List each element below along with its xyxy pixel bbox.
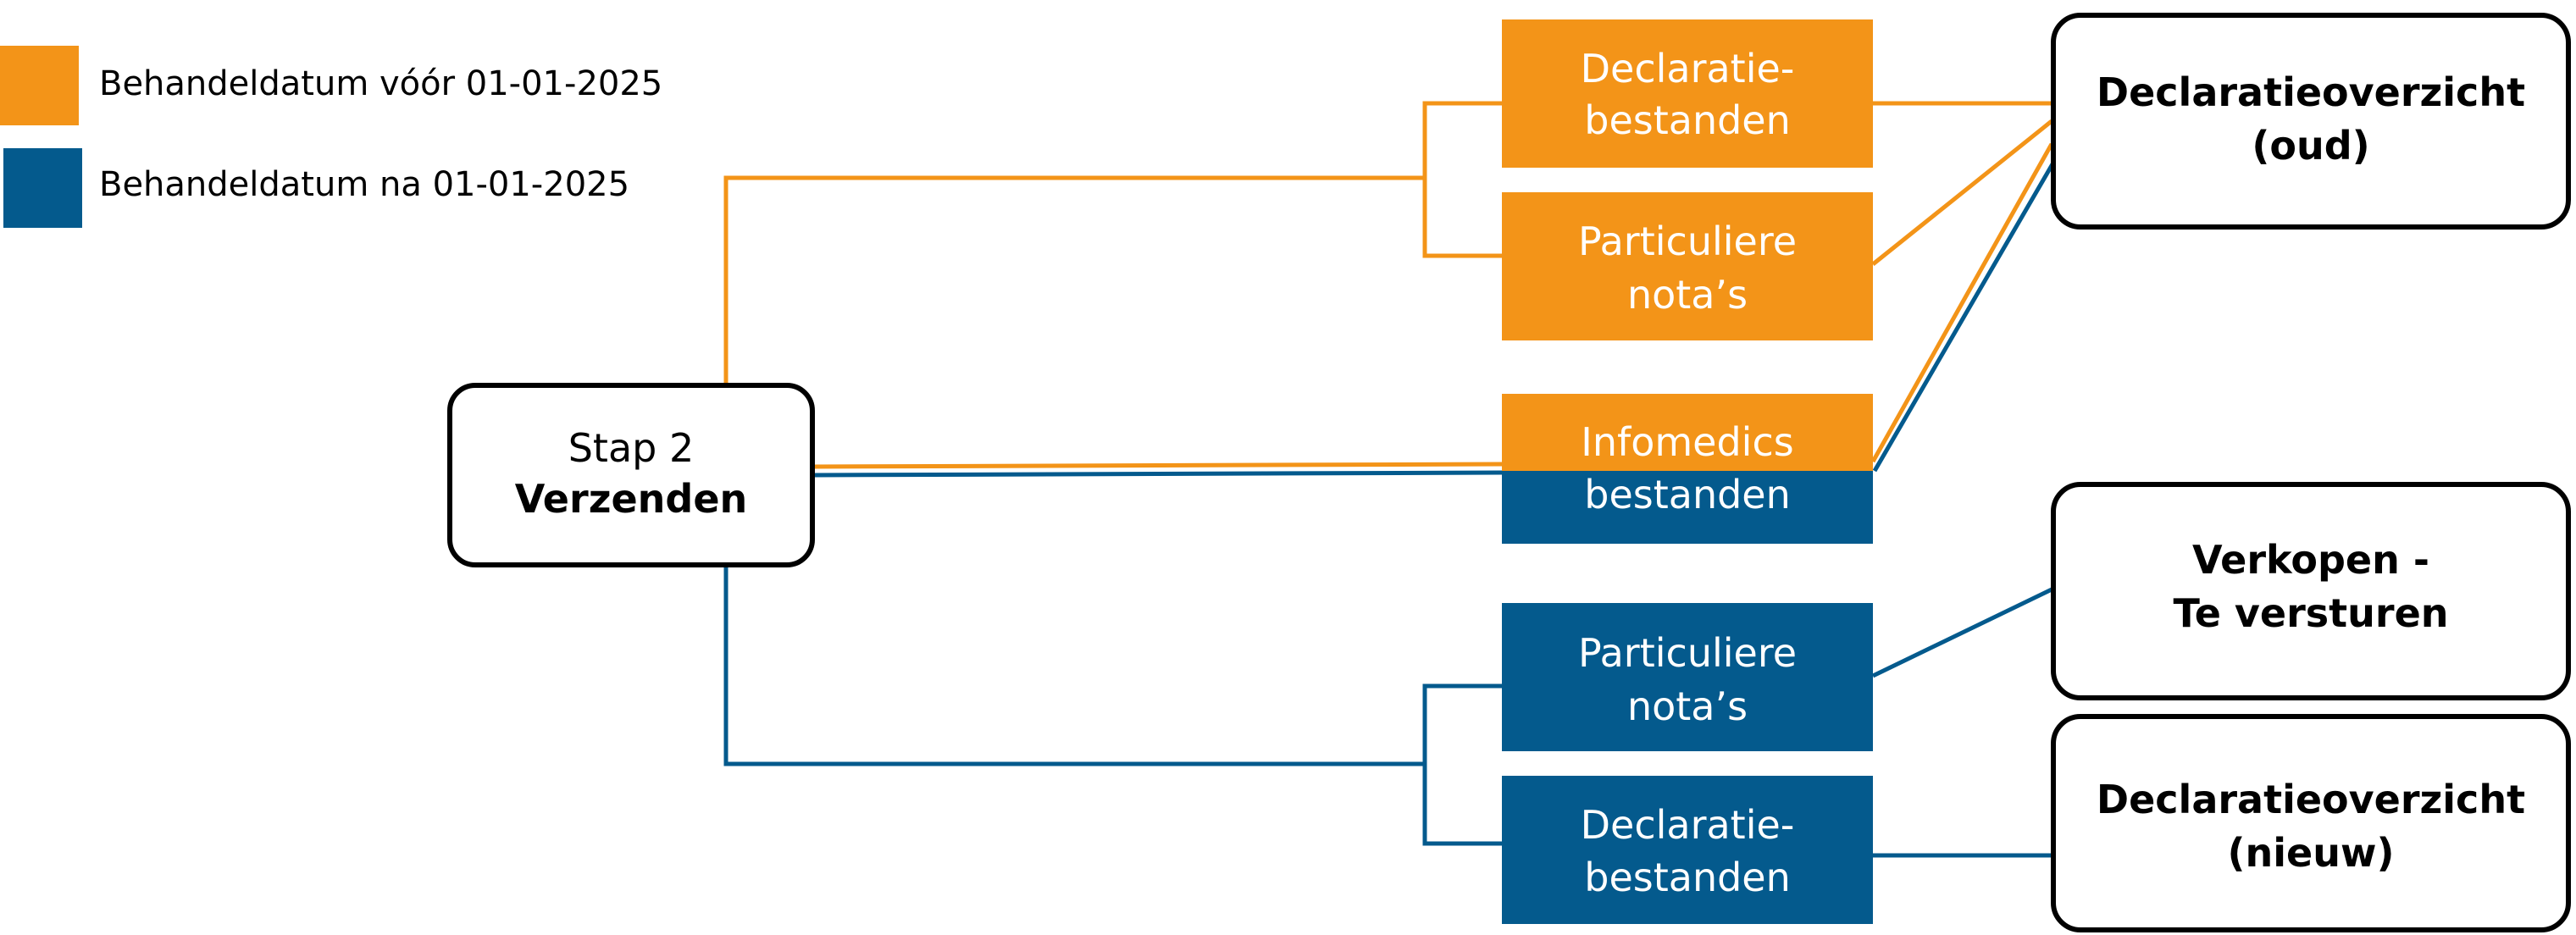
connector-start-to-orange-bracket xyxy=(723,175,1425,384)
node-label-line2: bestanden xyxy=(1584,97,1791,143)
target-verkopen-te-versturen[interactable]: Verkopen - Te versturen xyxy=(2051,482,2571,700)
node-label-line2: bestanden xyxy=(1584,472,1791,517)
connectors-before xyxy=(723,101,2054,469)
legend: Behandeldatum vóór 01-01-2025 Behandelda… xyxy=(0,46,662,228)
node-infomedics-after-half xyxy=(1502,471,1873,544)
legend-swatch-after xyxy=(3,148,82,228)
legend-label-before: Behandeldatum vóór 01-01-2025 xyxy=(99,64,662,103)
node-label-line2: nota’s xyxy=(1627,272,1748,318)
node-label-line1: Declaratie- xyxy=(1581,46,1795,91)
connector-particuliere-to-verkopen xyxy=(1871,587,2053,678)
node-label-line1: Particuliere xyxy=(1578,630,1797,676)
node-declaratiebestanden-before[interactable]: Declaratie- bestanden xyxy=(1502,19,1873,168)
node-label-line1: Declaratie- xyxy=(1581,802,1795,848)
connector-infomedics-to-oud-after xyxy=(1872,161,2056,473)
connector-infomedics-to-oud-before xyxy=(1870,142,2054,463)
node-infomedics-before-half xyxy=(1502,394,1873,471)
connector-blue-bracket xyxy=(1422,683,1502,846)
target-label-line2: (oud) xyxy=(2252,123,2369,169)
connector-start-to-infomedics-before xyxy=(812,462,1503,469)
node-label-line1: Particuliere xyxy=(1578,219,1797,264)
legend-swatch-before xyxy=(0,46,79,125)
target-label-line1: Declaratieoverzicht xyxy=(2097,777,2525,822)
connector-start-to-infomedics-after xyxy=(812,470,1503,478)
target-label-line2: Te versturen xyxy=(2173,590,2448,636)
connectors-after xyxy=(723,161,2056,858)
target-label-line1: Verkopen - xyxy=(2192,537,2429,583)
node-label-line2: bestanden xyxy=(1584,855,1791,900)
node-infomedics-bestanden[interactable]: Infomedics bestanden xyxy=(1502,394,1873,544)
node-label-line1: Infomedics xyxy=(1581,419,1793,465)
legend-label-after: Behandeldatum na 01-01-2025 xyxy=(99,165,629,204)
node-particuliere-notas-before[interactable]: Particuliere nota’s xyxy=(1502,192,1873,340)
node-declaratiebestanden-after[interactable]: Declaratie- bestanden xyxy=(1502,776,1873,924)
connector-start-to-blue-bracket xyxy=(723,567,1425,766)
start-node-verzenden[interactable]: Stap 2 Verzenden xyxy=(447,383,815,567)
target-declaratieoverzicht-nieuw[interactable]: Declaratieoverzicht (nieuw) xyxy=(2051,714,2571,932)
connector-particuliere-to-oud xyxy=(1871,119,2053,266)
start-node-title: Verzenden xyxy=(515,476,748,522)
target-declaratieoverzicht-oud[interactable]: Declaratieoverzicht (oud) xyxy=(2051,13,2571,230)
target-label-line1: Declaratieoverzicht xyxy=(2097,69,2525,115)
target-label-line2: (nieuw) xyxy=(2227,830,2394,876)
node-particuliere-notas-after[interactable]: Particuliere nota’s xyxy=(1502,603,1873,751)
connector-orange-bracket xyxy=(1422,101,1502,258)
node-label-line2: nota’s xyxy=(1627,683,1748,729)
start-node-step: Stap 2 xyxy=(568,425,695,471)
